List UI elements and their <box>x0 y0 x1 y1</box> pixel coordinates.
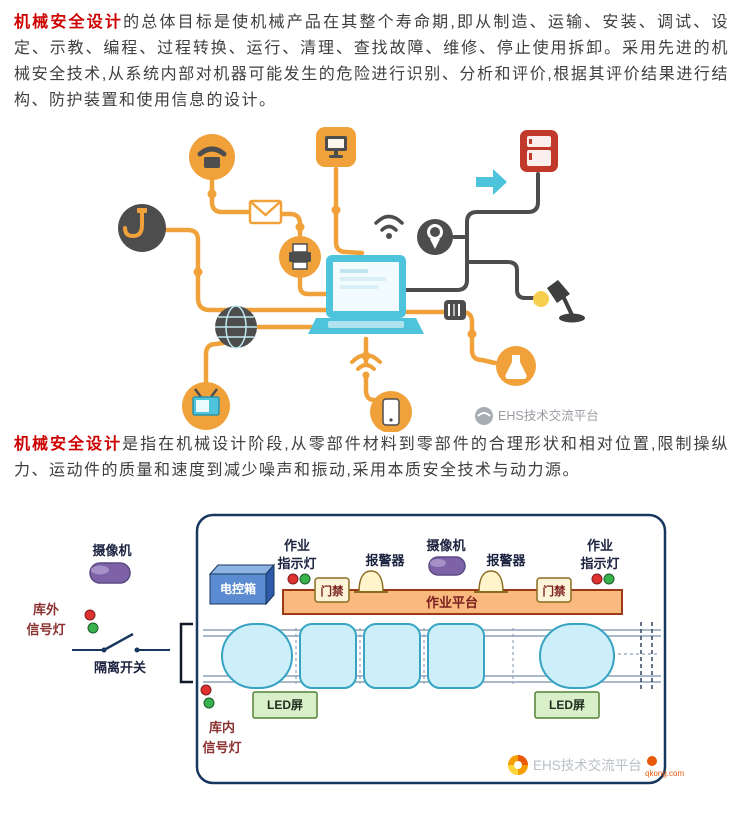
monitor-icon <box>315 127 356 167</box>
term-machine-safety-design-2: 机械安全设计 <box>14 436 123 453</box>
alarm-right-label: 报警器 <box>486 553 526 568</box>
arrow-right-icon <box>475 169 507 195</box>
paragraph-2-text: 是指在机械设计阶段,从零部件材料到零部件的合理形状和相对位置,限制操纵力、运动件… <box>14 436 729 479</box>
watermark-site-logo-icon <box>647 756 657 766</box>
desk-lamp-icon <box>532 280 585 323</box>
work-light-left-label-2: 指示灯 <box>277 556 316 571</box>
tv-icon <box>181 382 230 430</box>
term-machine-safety-design: 机械安全设计 <box>14 14 124 31</box>
inside-signal-light-group: 库内 信号灯 <box>200 684 242 755</box>
work-light-right-label-1: 作业 <box>587 538 613 553</box>
refrigerator-icon <box>519 130 558 172</box>
isolation-switch-label: 隔离开关 <box>94 660 146 675</box>
crane-hook-icon <box>117 204 166 252</box>
led-screen-left: LED屏 <box>252 691 318 719</box>
smartphone-icon <box>369 391 412 433</box>
control-box: 电控箱 <box>208 563 276 606</box>
conveyor-cars <box>221 623 615 689</box>
camera-left-group: 摄像机 <box>89 543 132 584</box>
work-light-right-label-2: 指示灯 <box>580 556 619 571</box>
door-access-left: 门禁 <box>314 577 350 603</box>
network-illustration-svg: EHS技术交流平台 <box>117 127 599 433</box>
watermark-logo-icon <box>474 407 493 425</box>
outside-light-label-2: 信号灯 <box>26 622 65 637</box>
door-access-right-label: 门禁 <box>543 584 566 598</box>
printer-icon <box>278 236 321 278</box>
alarm-left-label: 报警器 <box>365 553 405 568</box>
inside-red-light <box>200 684 212 696</box>
paragraph-2: 机械安全设计是指在机械设计阶段,从零部件材料到零部件的合理形状和相对位置,限制操… <box>14 432 729 484</box>
control-box-label: 电控箱 <box>220 581 256 596</box>
watermark-site-text: qkong.com <box>645 769 684 778</box>
inside-light-label-1: 库内 <box>209 720 235 735</box>
desk-phone-icon <box>188 134 235 180</box>
work-indicator-lights-right <box>591 573 615 585</box>
door-access-left-label: 门禁 <box>321 584 344 598</box>
watermark-logo-icon <box>508 755 528 775</box>
camera-left-label: 摄像机 <box>92 543 131 558</box>
location-pin-icon <box>416 219 453 255</box>
safety-system-figure: 作业平台 门禁 门禁 <box>0 502 743 794</box>
globe-icon <box>214 305 257 349</box>
bracket <box>179 622 193 684</box>
work-light-left-label-1: 作业 <box>284 538 310 553</box>
work-indicator-lights-left <box>287 573 311 585</box>
alarm-bell-right-icon <box>474 570 508 593</box>
article-content: 机械安全设计的总体目标是使机械产品在其整个寿命期,即从制造、运输、安装、调试、设… <box>0 10 743 794</box>
laptop-icon <box>307 255 424 334</box>
camera-center-label: 摄像机 <box>426 538 465 553</box>
isolation-switch-group: 隔离开关 <box>72 632 170 675</box>
diagram-watermark: EHS技术交流平台 qkong.com <box>508 755 684 778</box>
envelope-icon <box>248 199 282 225</box>
outside-signal-light-group: 库外 信号灯 <box>26 602 99 637</box>
network-illustration-figure: EHS技术交流平台 <box>104 122 640 433</box>
flask-icon <box>495 346 536 386</box>
inside-light-label-2: 信号灯 <box>202 740 241 755</box>
outside-green-light <box>87 622 99 634</box>
led-screen-left-label: LED屏 <box>267 698 303 712</box>
wifi-dark-icon <box>373 214 404 239</box>
watermark-text: EHS技术交流平台 <box>498 408 599 423</box>
camera-center-icon <box>428 556 466 576</box>
paragraph-1-text: 的总体目标是使机械产品在其整个寿命期,即从制造、运输、安装、调试、设定、示教、编… <box>14 14 729 109</box>
connector-lines-dark <box>404 172 540 300</box>
outside-red-light <box>84 609 96 621</box>
inside-green-light <box>203 697 215 709</box>
junction-dots <box>193 189 476 361</box>
led-screen-right: LED屏 <box>534 691 600 719</box>
alarm-bell-left-icon <box>354 570 388 593</box>
conveyor-break-marks <box>640 622 653 690</box>
conveyor-gap-marks <box>295 628 660 684</box>
outside-light-label-1: 库外 <box>33 602 59 617</box>
paragraph-1: 机械安全设计的总体目标是使机械产品在其整个寿命期,即从制造、运输、安装、调试、设… <box>14 10 729 114</box>
barcode-icon <box>443 300 466 320</box>
work-platform-label: 作业平台 <box>426 595 478 610</box>
diagram-watermark-text: EHS技术交流平台 <box>533 757 642 773</box>
door-access-right: 门禁 <box>536 577 572 603</box>
illustration-watermark: EHS技术交流平台 <box>474 407 599 425</box>
wifi-orange-icon <box>349 353 382 379</box>
led-screen-right-label: LED屏 <box>549 698 585 712</box>
safety-system-diagram-svg: 作业平台 门禁 门禁 <box>26 513 684 785</box>
